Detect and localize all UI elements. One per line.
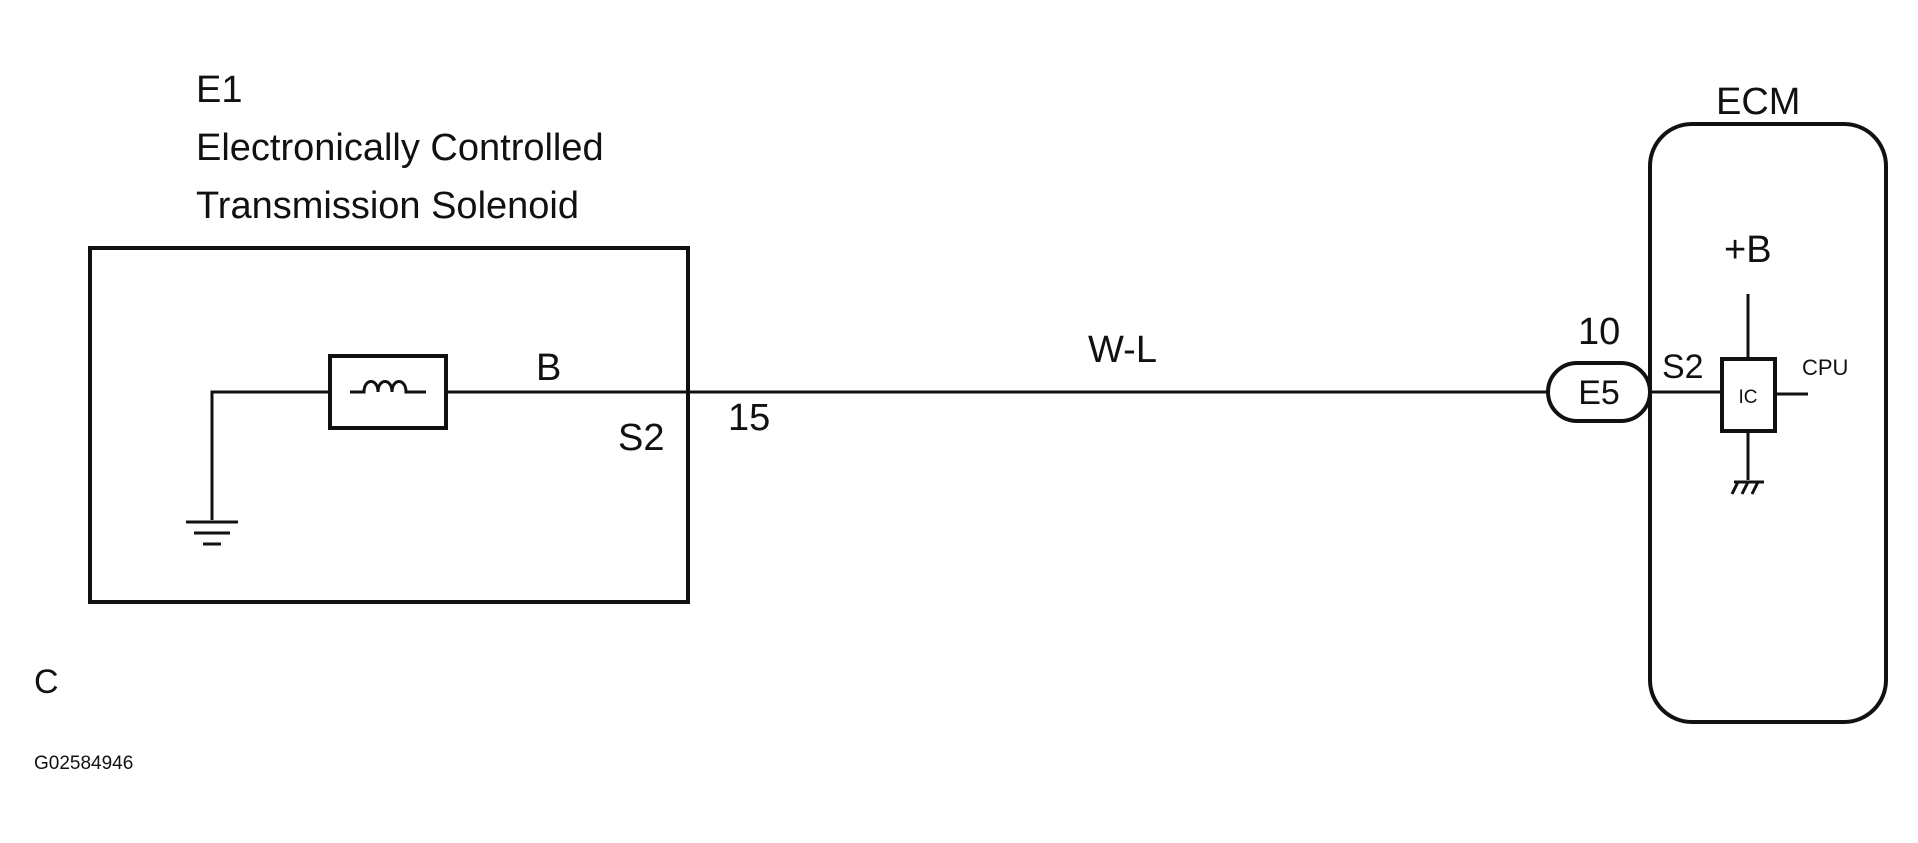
component-code: E1 bbox=[196, 69, 242, 111]
ecm-title: ECM bbox=[1716, 81, 1800, 123]
component-name-line1: Electronically Controlled bbox=[196, 127, 604, 169]
wire-color-code: W-L bbox=[1088, 329, 1157, 371]
coil-icon bbox=[328, 354, 448, 430]
component-pin-number: 15 bbox=[728, 397, 770, 439]
component-terminal-name: S2 bbox=[618, 417, 664, 459]
ecm-cpu-label: CPU bbox=[1802, 355, 1848, 380]
figure-id: G02584946 bbox=[34, 753, 133, 774]
ground-icon bbox=[186, 390, 330, 546]
component-name-line2: Transmission Solenoid bbox=[196, 185, 579, 227]
wire-color-inside: B bbox=[536, 347, 561, 389]
solenoid-component-box bbox=[88, 246, 690, 604]
ecm-box bbox=[1648, 122, 1888, 724]
connector-code: E5 bbox=[1578, 374, 1620, 412]
ecm-terminal-name: S2 bbox=[1662, 348, 1704, 386]
chassis-ground-icon bbox=[1730, 431, 1764, 495]
footer-letter: C bbox=[34, 663, 59, 701]
ecm-power-label: +B bbox=[1724, 229, 1772, 271]
ecm-ic-label: IC bbox=[1739, 387, 1758, 408]
connector-pin-number: 10 bbox=[1578, 311, 1620, 353]
